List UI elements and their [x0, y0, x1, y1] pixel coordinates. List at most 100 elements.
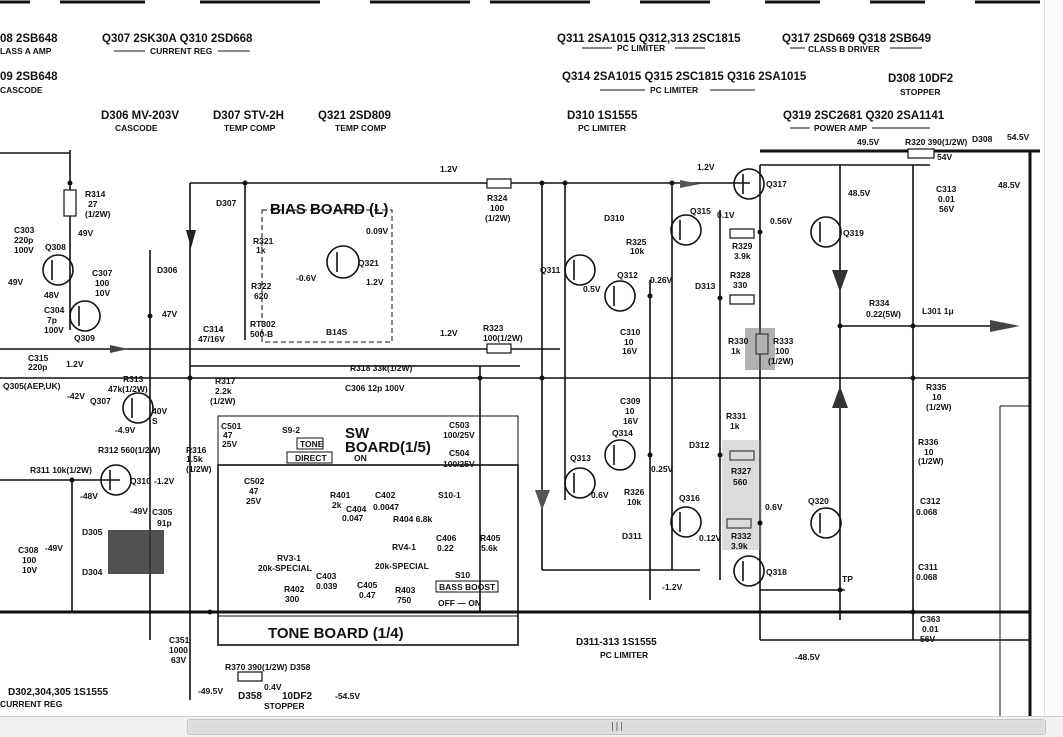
lbl-d311-313: D311-313 1S1555: [576, 637, 657, 648]
header-d306: D306 MV-203V: [101, 110, 179, 122]
lbl-c403-val: 0.039: [316, 581, 338, 591]
lbl-c311: C311: [918, 562, 938, 572]
lbl-q318: Q318: [766, 567, 787, 577]
vertical-scrollbar[interactable]: [1044, 0, 1063, 716]
lbl-r326-val: 10k: [627, 497, 641, 507]
lbl-d304: D304: [82, 567, 103, 577]
lbl-r401: R401: [330, 490, 351, 500]
v-neg-54-5v: -54.5V: [335, 691, 360, 701]
lbl-c310-val: 10: [624, 337, 634, 347]
v-48v: 48V: [44, 290, 59, 300]
lbl-r311: R311 10k(1/2W): [30, 465, 92, 475]
v-1-2v-top: 1.2V: [440, 164, 458, 174]
lbl-rv4: RV4-1: [392, 542, 416, 552]
lbl-c312-val: 0.068: [916, 507, 938, 517]
lbl-r336-w: (1/2W): [918, 456, 944, 466]
lbl-c363-w: 56V: [920, 634, 935, 644]
lbl-r314-val: 27: [88, 199, 98, 209]
lbl-c313-w: 56V: [939, 204, 954, 214]
v-neg-1-2v-b: -1.2V: [662, 582, 683, 592]
switches: S9-2 TONE DIRECT ON S10-1 S10 BASS BOOST…: [282, 425, 499, 608]
lbl-r401-val: 2k: [332, 500, 342, 510]
lbl-r326: R326: [624, 487, 645, 497]
horizontal-scrollbar[interactable]: |||: [0, 716, 1063, 737]
v-47v: 47V: [162, 309, 177, 319]
lbl-d358-bottom: D358: [238, 691, 262, 702]
lbl-d307: D307: [216, 198, 237, 208]
v-0-56v: 0.56V: [770, 216, 793, 226]
v-1-2v-c: 1.2V: [440, 328, 458, 338]
switch-off-on: OFF — ON: [438, 598, 481, 608]
v-neg-49-5v: -49.5V: [198, 686, 223, 696]
lbl-r321: R321: [253, 236, 274, 246]
header-q308: 08 2SB648: [0, 33, 58, 45]
lbl-r320: R320 390(1/2W): [905, 137, 968, 147]
scrollbar-thumb[interactable]: |||: [189, 721, 1044, 733]
junction-dots: [67, 180, 916, 615]
v-0-6v-c: 0.6V: [765, 502, 783, 512]
header-pc-limiter-2: PC LIMITER: [650, 85, 698, 95]
lbl-q305-note: Q305(AEP,UK): [3, 381, 61, 391]
header-cascode: CASCODE: [115, 123, 158, 133]
lbl-d310: D310: [604, 213, 625, 223]
sw-board-title-2: BOARD(1/5): [345, 439, 431, 456]
v-neg-4-9v: -4.9V: [115, 425, 136, 435]
lbl-r325-val: 10k: [630, 246, 644, 256]
header-q319-q320: Q319 2SC2681 Q320 2SA1141: [783, 110, 945, 122]
lbl-pc-limiter-bottom: PC LIMITER: [600, 650, 648, 660]
v-neg-48v: -48V: [80, 491, 98, 501]
lbl-c504-val: 100/25V: [443, 459, 475, 469]
lbl-r325: R325: [626, 237, 647, 247]
lbl-r317-val: 2.2k: [215, 386, 232, 396]
header-q311-q313: Q311 2SA1015 Q312,313 2SC1815: [557, 33, 741, 45]
lbl-r334: R334: [869, 298, 890, 308]
lbl-c405: C405: [357, 580, 378, 590]
lbl-r405-val: 5.6k: [481, 543, 498, 553]
lbl-rt302: RT302: [250, 319, 276, 329]
lbl-c406: C406: [436, 533, 457, 543]
bias-board-id: B14S: [326, 327, 348, 337]
sw-board-title-1: SW: [345, 425, 370, 442]
lbl-c310-w: 16V: [622, 346, 637, 356]
bias-board: BIAS BOARD (L) B14S: [261, 201, 393, 343]
lbl-c314: C314: [203, 324, 224, 334]
v-s: S: [152, 416, 158, 426]
lbl-q313: Q313: [570, 453, 591, 463]
lbl-c309-w: 16V: [623, 416, 638, 426]
lbl-q321: Q321: [358, 258, 379, 268]
lbl-r324-w: (1/2W): [485, 213, 511, 223]
lbl-q310: Q310: [130, 476, 151, 486]
lbl-r331: R331: [726, 411, 747, 421]
lbl-q319: Q319: [843, 228, 864, 238]
lbl-q315: Q315: [690, 206, 711, 216]
lbl-r323-val: 100(1/2W): [483, 333, 523, 343]
header-class-a: LASS A AMP: [0, 46, 52, 56]
lbl-c306: C306 12p 100V: [345, 383, 405, 393]
lbl-r324-val: 100: [490, 203, 504, 213]
switch-bass-boost: BASS BOOST: [439, 582, 496, 592]
v-54v: 54V: [937, 152, 952, 162]
header-q321: Q321 2SD809: [318, 110, 391, 122]
lbl-r332: R332: [731, 531, 752, 541]
lbl-c402: C402: [375, 490, 396, 500]
lbl-c501-val: 47: [223, 430, 233, 440]
v-0-6v-b: 0.6V: [591, 490, 609, 500]
lbl-r404: R404 6.8k: [393, 514, 432, 524]
lbl-q317: Q317: [766, 179, 787, 189]
lbl-r333: R333: [773, 336, 794, 346]
lbl-c501-w: 25V: [222, 439, 237, 449]
lbl-tp: TP: [842, 574, 853, 584]
lbl-r317-w: (1/2W): [210, 396, 236, 406]
lbl-c404-val: 0.047: [342, 513, 364, 523]
lbl-rv3: RV3-1: [277, 553, 301, 563]
lbl-c307: C307: [92, 268, 113, 278]
v-0-5v: 0.5V: [583, 284, 601, 294]
v-neg-48-5v: -48.5V: [795, 652, 820, 662]
lbl-c405-val: 0.47: [359, 590, 376, 600]
lbl-c304-w: 100V: [44, 325, 64, 335]
lbl-c404: C404: [346, 504, 367, 514]
resistors: [63, 148, 935, 682]
v-49-5v: 49.5V: [857, 137, 880, 147]
v-0-25v: 0.25V: [651, 464, 674, 474]
scrollbar-track[interactable]: |||: [187, 719, 1046, 735]
